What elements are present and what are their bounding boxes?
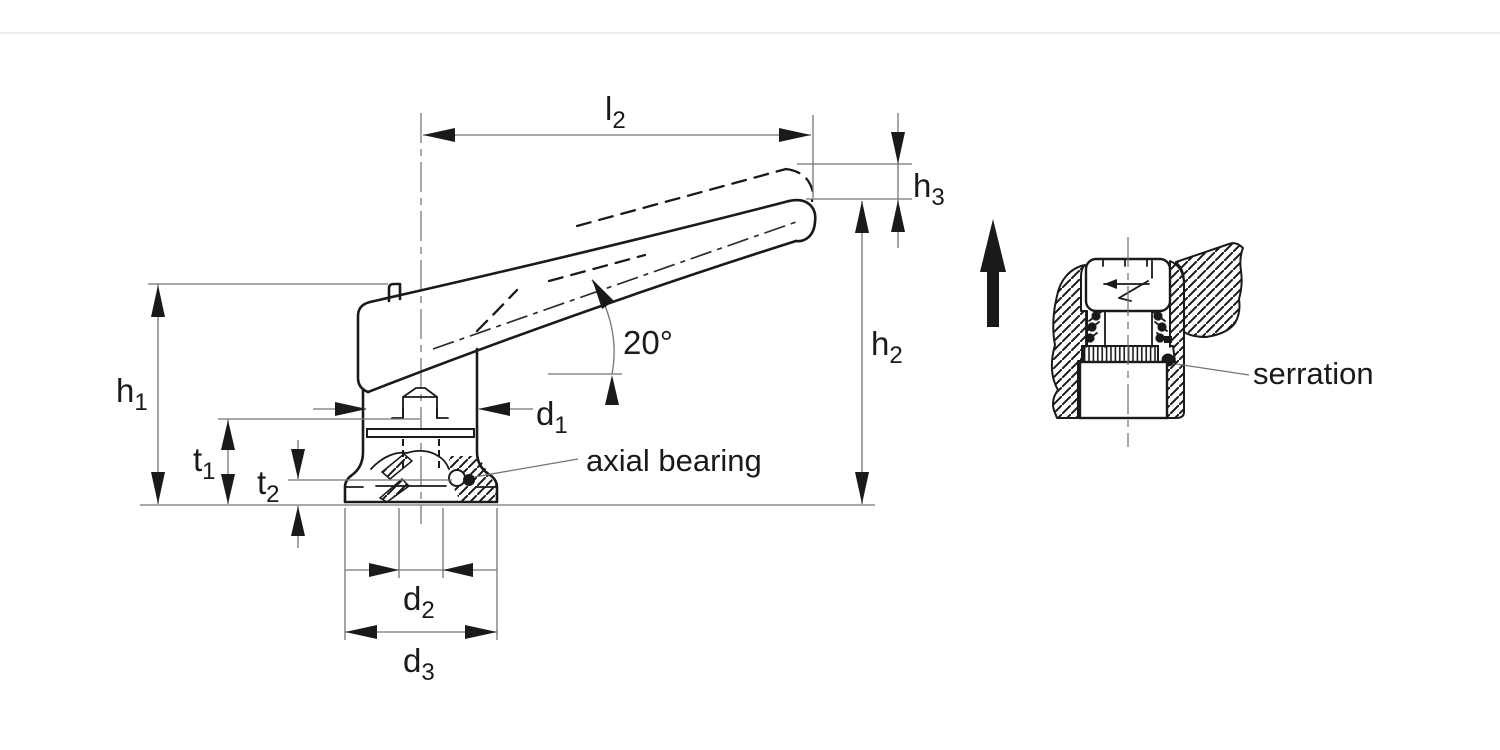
label-l2: l2: [605, 90, 626, 134]
direction-arrow-up: [980, 219, 1006, 327]
detail-lever-arm: [1175, 242, 1244, 338]
bearing-hatch-left-upper: [380, 453, 414, 480]
dimension-labels: l2 h3 h2 h1 t1 t2 d1 d2 d3 20° axial bea…: [116, 90, 1374, 686]
lever-boss: [387, 282, 402, 303]
washer: [366, 428, 475, 438]
spring-cavity: [1085, 310, 1171, 348]
label-serration: serration: [1253, 356, 1374, 391]
label-t1: t1: [193, 441, 216, 485]
main-view-clamping-lever: [140, 113, 1006, 640]
label-h1: h1: [116, 372, 148, 416]
label-d2: d2: [403, 580, 435, 624]
clamp-nut-silhouette: [370, 449, 450, 470]
detail-hub-block: [1078, 360, 1169, 420]
spring-left: [1085, 311, 1102, 343]
label-t2: t2: [257, 464, 280, 508]
detail-cap-markings: [1102, 259, 1153, 302]
label-d1: d1: [536, 395, 568, 439]
dimensions: [140, 113, 912, 640]
hex-stud-head: [402, 387, 438, 419]
bearing-ball-outline: [448, 469, 466, 487]
label-angle-20: 20°: [623, 324, 673, 361]
nut-flange-marks: [391, 407, 449, 419]
serration-leader: [1175, 363, 1250, 376]
hub-and-base: [343, 347, 499, 504]
detail-left-wall: [1050, 264, 1088, 419]
bearing-hatch-left-lower: [378, 477, 411, 503]
bearing-ball: [463, 474, 475, 486]
lever-centerline: [432, 220, 800, 350]
serration-band: [1081, 345, 1159, 363]
lever-raised-position-dashed: [475, 167, 815, 333]
detail-view-serration-section: [1050, 237, 1250, 447]
label-h2: h2: [871, 325, 903, 369]
label-d3: d3: [403, 642, 435, 686]
label-axial-bearing: axial bearing: [586, 443, 762, 478]
axial-bearing-leader: [473, 458, 579, 478]
cap-arrow-icon: [1104, 279, 1117, 289]
label-h3: h3: [913, 167, 945, 211]
spring-right: [1152, 311, 1172, 343]
